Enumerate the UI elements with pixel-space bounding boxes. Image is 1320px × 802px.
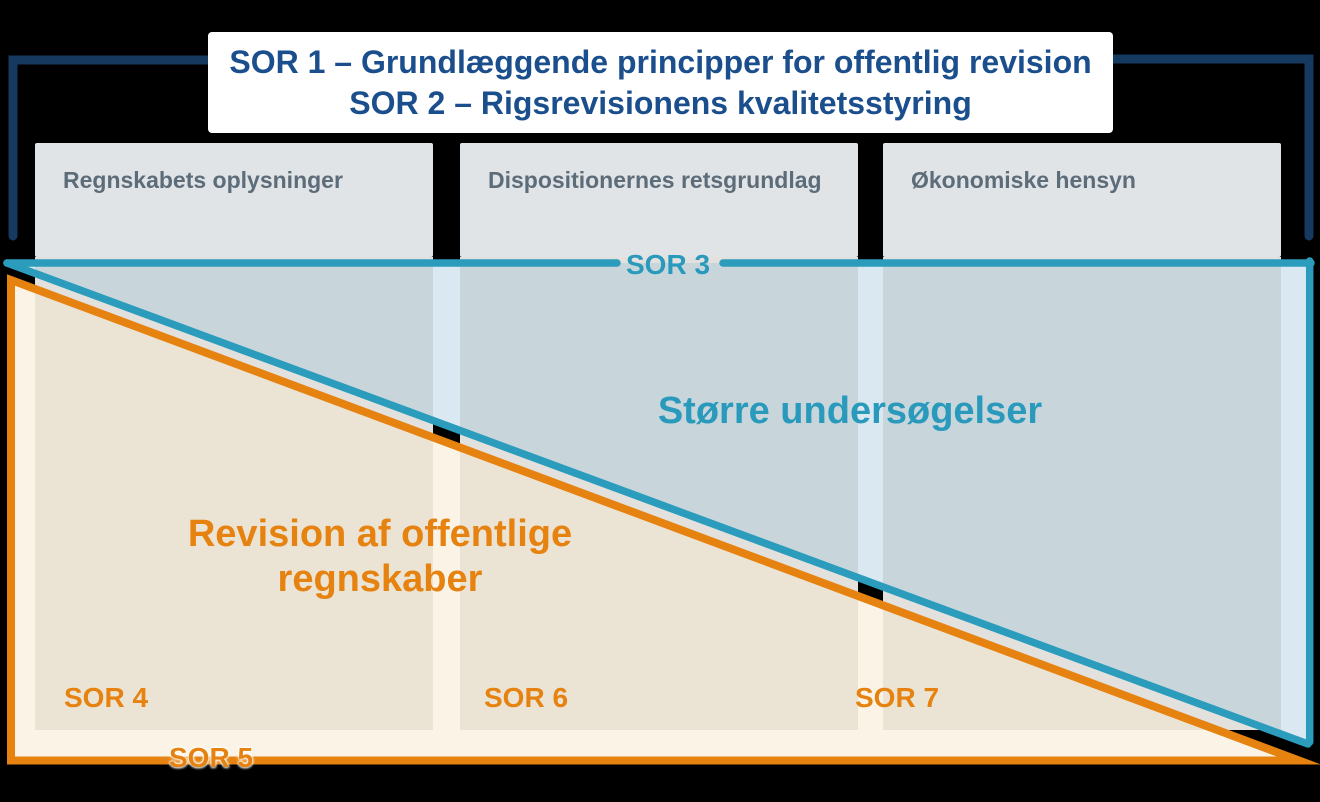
right-bracket [1107, 54, 1314, 241]
column-header-label: Dispositionernes retsgrundlag [488, 167, 822, 193]
left-bracket [8, 55, 214, 241]
sor6-label: SOR 6 [484, 682, 569, 713]
sor5-label: SOR 5 [168, 742, 254, 773]
teal-diagonal [3, 259, 1312, 748]
column-header-label: Økonomiske hensyn [911, 167, 1136, 193]
column-header-regnskabets-oplysninger: Regnskabets oplysninger [35, 143, 433, 257]
title-box: SOR 1 – Grundlæggende principper for off… [208, 32, 1113, 133]
navy-brackets [8, 54, 1314, 241]
orange-band-outline [7, 274, 1320, 765]
column-strip-1 [35, 257, 433, 730]
orange-area-label-line-2: regnskaber [277, 558, 483, 600]
sor4-label: SOR 4 [64, 682, 149, 713]
column-header-label: Regnskabets oplysninger [63, 167, 343, 193]
sor7-label: SOR 7 [855, 682, 940, 713]
column-strip-3 [883, 257, 1281, 730]
title-line-2: SOR 2 – Rigsrevisionens kvalitetsstyring [349, 84, 972, 121]
orange-area-label: Revision af offentlige regnskaber [130, 512, 630, 602]
column-header-oekonomiske-hensyn: Økonomiske hensyn [883, 143, 1281, 257]
teal-area-label: Større undersøgelser [657, 390, 1043, 432]
orange-area-label-line-1: Revision af offentlige [187, 513, 573, 555]
column-strip-2 [460, 257, 858, 730]
title-line-1: SOR 1 – Grundlæggende principper for off… [229, 43, 1092, 80]
teal-band-outline [3, 257, 1315, 748]
sor3-label: SOR 3 [625, 249, 711, 280]
column-header-dispositionernes-retsgrundlag: Dispositionernes retsgrundlag [460, 143, 858, 257]
